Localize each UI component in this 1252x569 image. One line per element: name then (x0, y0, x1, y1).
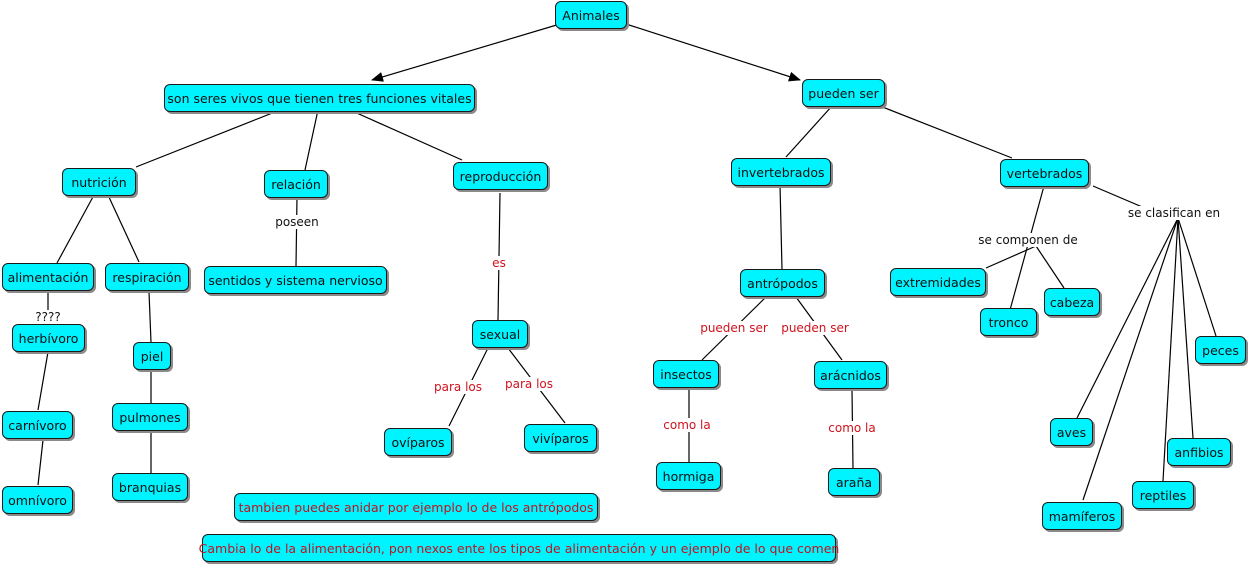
node-pueden-ser: pueden ser (802, 79, 885, 107)
node-cabeza: cabeza (1044, 288, 1100, 316)
note-alimentacion: Cambia lo de la alimentación, pon nexos … (199, 534, 839, 562)
label-interrogacion: ???? (33, 310, 63, 324)
node-arana: araña (828, 468, 880, 496)
node-extremidades: extremidades (890, 268, 986, 296)
node-peces: peces (1195, 336, 1246, 364)
node-mamiferos: mamíferos (1042, 502, 1122, 530)
node-anfibios: anfibios (1167, 438, 1231, 466)
node-piel: piel (133, 342, 171, 370)
node-invertebrados: invertebrados (731, 158, 831, 186)
node-sentidos: sentidos y sistema nervioso (204, 266, 387, 294)
node-insectos: insectos (653, 360, 719, 388)
node-sexual: sexual (472, 320, 528, 348)
node-respiracion: respiración (105, 263, 189, 291)
node-pulmones: pulmones (112, 403, 188, 431)
node-antropodos: antrópodos (740, 269, 825, 297)
node-aracnidos: arácnidos (814, 361, 887, 389)
label-para-los-oviparos: para los (432, 380, 484, 394)
node-oviparos: ovíparos (384, 428, 452, 456)
node-omnivoro: omnívoro (2, 486, 73, 514)
label-poseen: poseen (273, 215, 321, 229)
node-reproduccion: reproducción (453, 162, 548, 190)
node-relacion: relación (264, 170, 328, 198)
node-branquias: branquias (112, 473, 188, 501)
label-pueden-ser-aracnidos: pueden ser (779, 321, 851, 335)
node-animales: Animales (555, 1, 627, 29)
node-vertebrados: vertebrados (1000, 159, 1089, 187)
label-se-componen-de: se componen de (976, 233, 1080, 247)
node-alimentacion: alimentación (2, 263, 94, 291)
node-aves: aves (1050, 418, 1093, 446)
node-hormiga: hormiga (656, 462, 721, 490)
node-herbivoro: herbívoro (12, 324, 85, 352)
node-nutricion: nutrición (62, 168, 136, 196)
label-se-clasifican-en: se clasifican en (1125, 206, 1223, 220)
label-pueden-ser-insectos: pueden ser (698, 321, 770, 335)
node-funciones-vitales: son seres vivos que tienen tres funcione… (164, 84, 475, 112)
node-reptiles: reptiles (1132, 481, 1194, 509)
label-es: es (490, 256, 508, 270)
node-tronco: tronco (980, 308, 1037, 336)
node-carnivoro: carnívoro (2, 411, 73, 439)
node-viviparos: vivíparos (524, 424, 597, 452)
label-para-los-viviparos: para los (503, 377, 555, 391)
label-como-la-arana: como la (826, 421, 878, 435)
label-como-la-hormiga: como la (661, 418, 713, 432)
note-anidar: tambien puedes anidar por ejemplo lo de … (234, 493, 598, 521)
